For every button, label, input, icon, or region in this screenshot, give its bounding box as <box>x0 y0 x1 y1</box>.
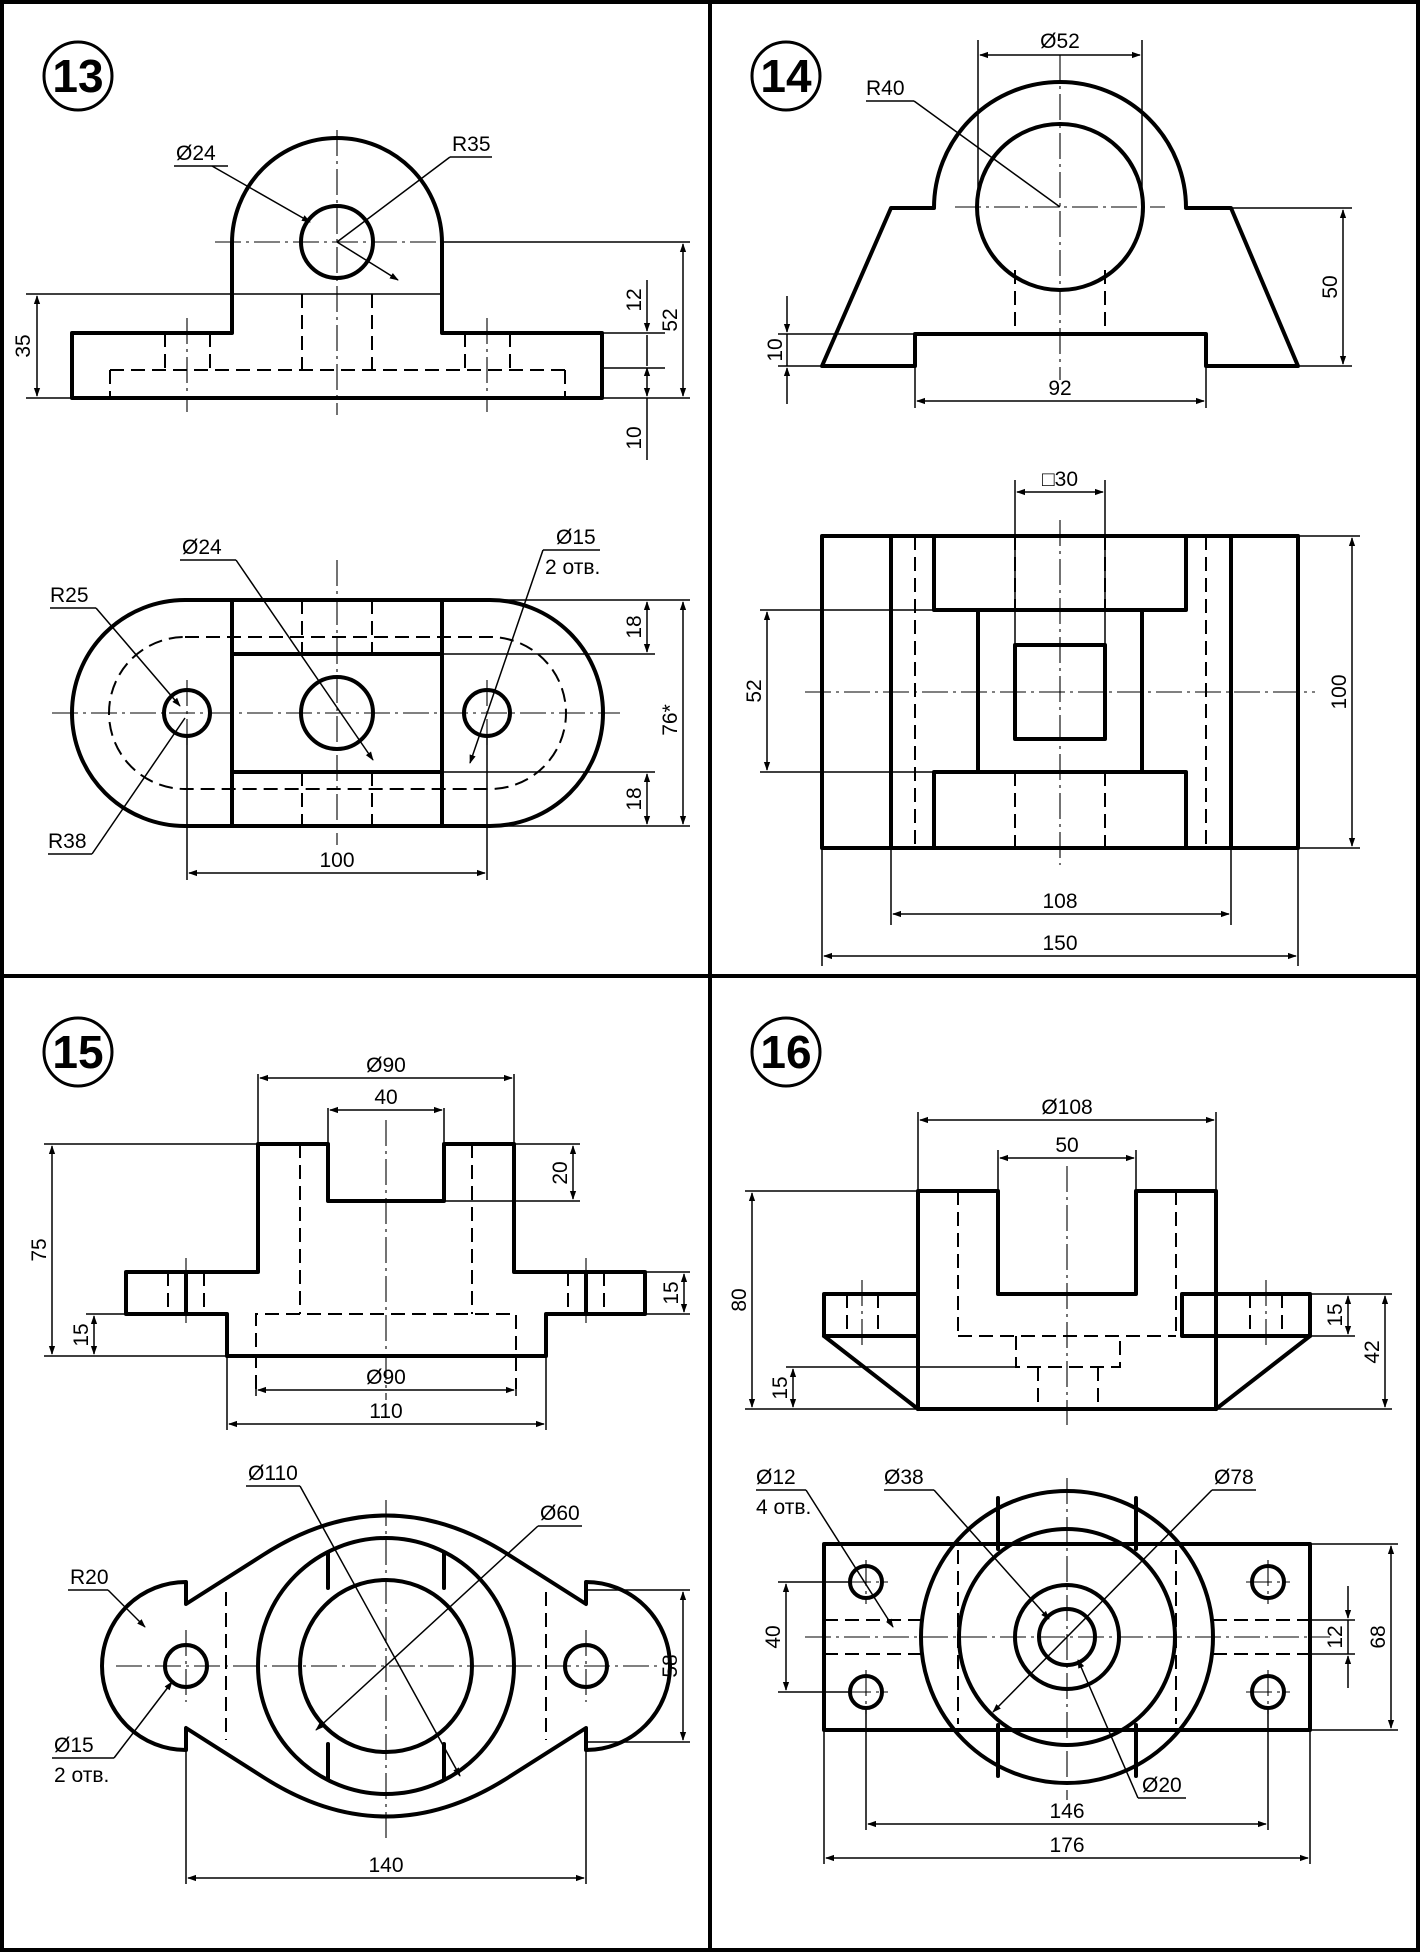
front-view: Ø52 50 10 92 R40 <box>764 30 1352 408</box>
panel-13: 13 35 <box>12 40 690 880</box>
plan-view: 76* 18 18 100 Ø24 Ø15 2 отв. R25 R38 <box>48 526 690 880</box>
plan-view: 58 140 Ø110 Ø60 R20 Ø15 2 отв. <box>52 1462 690 1884</box>
dim-68: 68 <box>1367 1625 1390 1648</box>
dim-d90-top: Ø90 <box>366 1054 406 1077</box>
dim-r38: R38 <box>48 830 87 853</box>
dim-108: 108 <box>1042 890 1077 913</box>
panel-16: 16 <box>728 1016 1398 1864</box>
dim-d38: Ø38 <box>884 1466 924 1489</box>
dim-r40: R40 <box>866 77 905 100</box>
panel-number: 15 <box>52 1026 103 1078</box>
dim-58: 58 <box>659 1654 682 1677</box>
dim-52: 52 <box>659 308 682 331</box>
dim-d15: Ø15 <box>556 526 596 549</box>
dim-76: 76* <box>659 704 682 736</box>
dim-12: 12 <box>1324 1625 1347 1648</box>
dim-10: 10 <box>764 338 787 361</box>
panel-number-circle <box>750 40 822 112</box>
dim-15-left: 15 <box>70 1323 93 1346</box>
dim-110: 110 <box>369 1400 402 1423</box>
panel-number: 16 <box>760 1026 811 1078</box>
dim-18-top: 18 <box>623 615 646 638</box>
front-view: 35 52 12 10 Ø24 R35 <box>12 130 690 460</box>
dim-d24-front: Ø24 <box>176 142 216 165</box>
dim-80: 80 <box>728 1288 751 1311</box>
dim-35: 35 <box>12 334 35 357</box>
plan-view: □30 52 100 108 150 <box>743 468 1360 966</box>
dim-50: 50 <box>1319 275 1342 298</box>
plan-view: 40 12 68 146 176 Ø12 4 отв. Ø38 Ø78 Ø20 <box>756 1466 1398 1864</box>
front-view: Ø108 50 80 15 42 15 <box>728 1096 1392 1425</box>
dim-r25: R25 <box>50 584 89 607</box>
dim-40: 40 <box>762 1625 785 1648</box>
dim-d78: Ø78 <box>1214 1466 1254 1489</box>
dim-100: 100 <box>1328 674 1351 709</box>
panel-15: 15 <box>28 1016 690 1884</box>
panel-number: 13 <box>52 50 103 102</box>
dim-holes-note: 4 отв. <box>756 1496 811 1519</box>
dim-r35: R35 <box>452 133 491 156</box>
dim-d15: Ø15 <box>54 1734 94 1757</box>
dim-42: 42 <box>1361 1340 1384 1363</box>
dim-square-30: □30 <box>1042 468 1078 491</box>
dim-150: 150 <box>1042 932 1077 955</box>
dim-50: 50 <box>1055 1134 1078 1157</box>
dim-146: 146 <box>1049 1800 1084 1823</box>
dim-40: 40 <box>374 1086 397 1109</box>
dim-d108: Ø108 <box>1041 1096 1092 1119</box>
panel-number-circle <box>750 1016 822 1088</box>
dim-holes-note: 2 отв. <box>545 556 600 579</box>
dim-d20: Ø20 <box>1142 1774 1182 1797</box>
dim-75: 75 <box>28 1238 51 1261</box>
dim-15-right: 15 <box>660 1281 683 1304</box>
dim-d52: Ø52 <box>1040 30 1080 53</box>
panel-14: 14 Ø52 50 10 <box>743 30 1360 966</box>
dim-d110: Ø110 <box>248 1462 298 1485</box>
dim-12: 12 <box>623 288 646 311</box>
front-view: Ø90 40 20 75 15 15 Ø90 110 <box>28 1054 690 1430</box>
dim-d90-bottom: Ø90 <box>366 1366 406 1389</box>
dim-r20: R20 <box>70 1566 109 1589</box>
dim-15-right: 15 <box>1324 1303 1347 1326</box>
dim-d24-plan: Ø24 <box>182 536 222 559</box>
panel-number: 14 <box>760 50 812 102</box>
dim-100: 100 <box>319 849 354 872</box>
dim-10: 10 <box>623 426 646 449</box>
dim-holes-note: 2 отв. <box>54 1764 109 1787</box>
dim-20: 20 <box>549 1161 572 1184</box>
dim-140: 140 <box>368 1854 403 1877</box>
dim-d60: Ø60 <box>540 1502 580 1525</box>
panel-number-circle <box>42 1016 114 1088</box>
dim-92: 92 <box>1048 377 1071 400</box>
dim-176: 176 <box>1049 1834 1084 1857</box>
dim-d12: Ø12 <box>756 1466 796 1489</box>
dim-18-bottom: 18 <box>623 787 646 810</box>
dim-15-left: 15 <box>769 1376 792 1399</box>
dim-52: 52 <box>743 679 766 702</box>
panel-number-circle <box>42 40 114 112</box>
